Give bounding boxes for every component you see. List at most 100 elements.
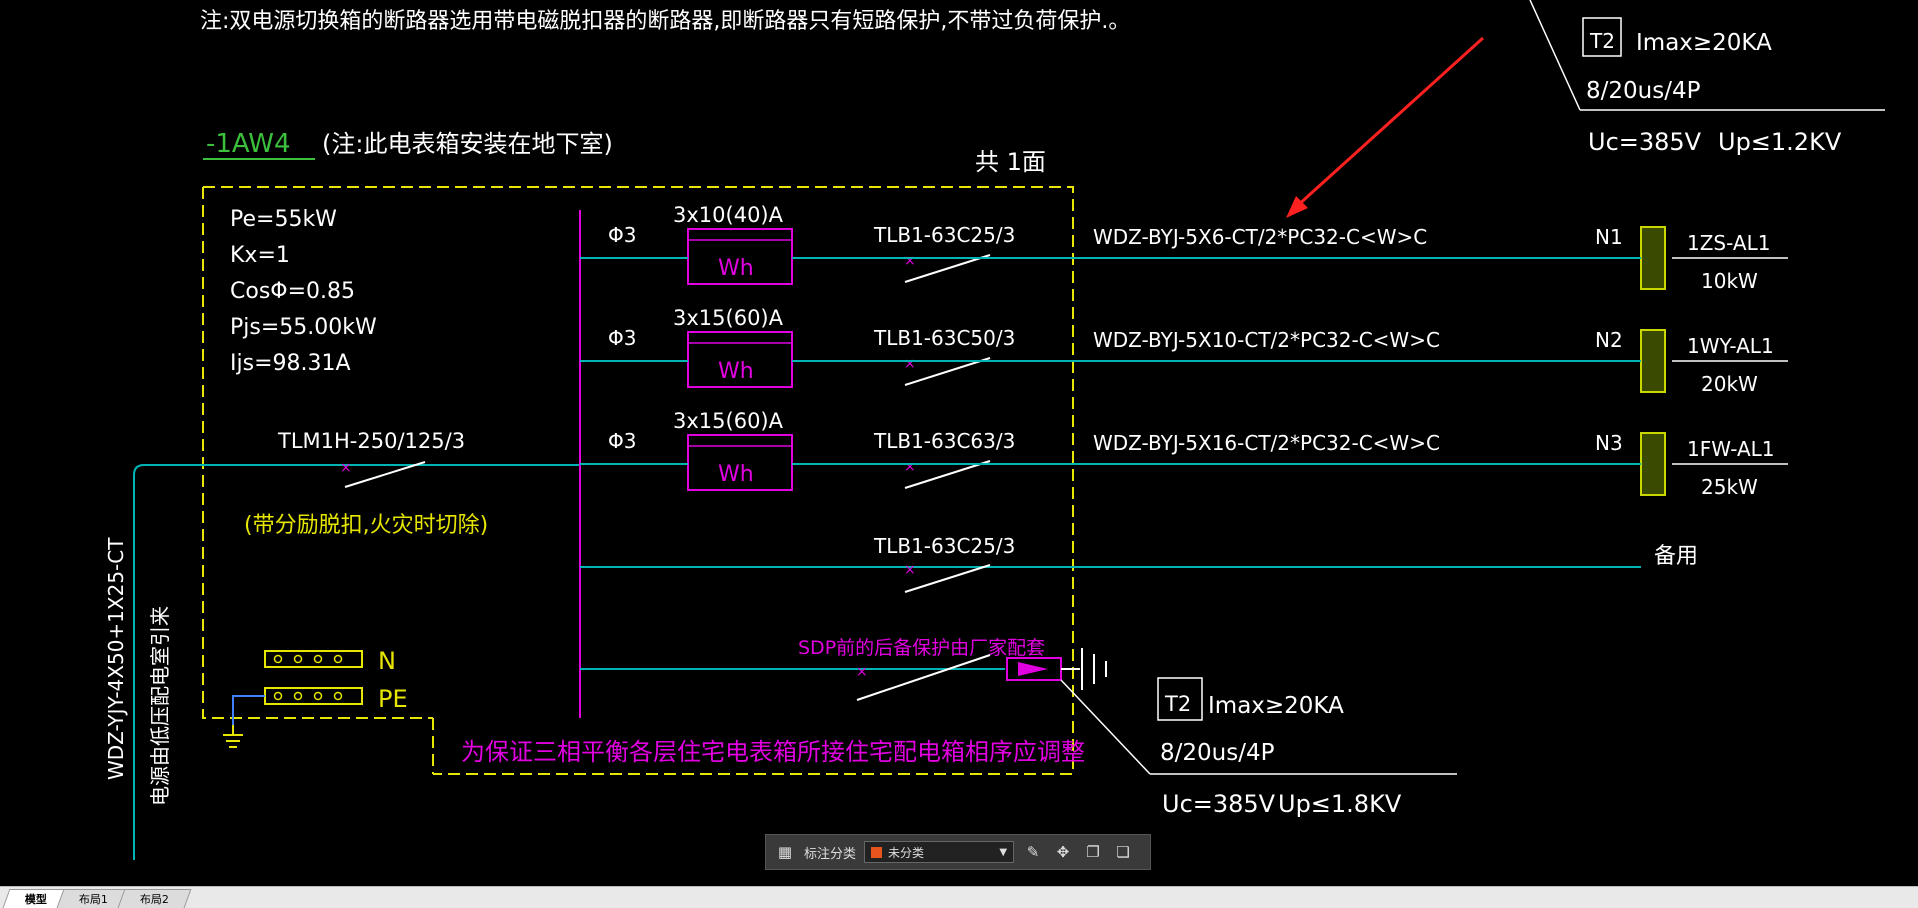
meter-rating: 3x10(40)A	[673, 203, 784, 227]
spd-bottom-class: T2	[1164, 692, 1191, 716]
circuit-n2[interactable]: Φ3 3x15(60)A Wh TLB1-63C50/3 × WDZ-BYJ-5…	[608, 306, 1788, 396]
edit-icon[interactable]: ✎	[1026, 843, 1040, 861]
breaker-label: TLB1-63C25/3	[873, 223, 1015, 247]
copy-icon[interactable]: ❐	[1086, 843, 1100, 861]
main-breaker-note: (带分励脱扣,火灾时切除)	[244, 513, 488, 538]
paste-icon[interactable]: ❏	[1116, 843, 1130, 861]
breaker-blade	[904, 254, 991, 283]
spd-note: SDP前的后备保护由厂家配套	[798, 637, 1045, 659]
circuit-number: N1	[1595, 225, 1623, 249]
breaker-trip-icon: ×	[904, 356, 916, 372]
spare-breaker-trip-icon: ×	[904, 562, 916, 578]
meter-label: Wh	[718, 256, 754, 281]
spd-top-imax: Imax≥20KA	[1636, 30, 1772, 56]
param-pe: Pe=55kW	[230, 207, 337, 232]
spd-bottom-uc: Uc=385V	[1162, 790, 1276, 818]
spare-label: 备用	[1654, 544, 1698, 569]
circuit-phase: Φ3	[608, 429, 636, 453]
spd-bottom-wave: 8/20us/4P	[1160, 740, 1275, 766]
param-kx: Kx=1	[230, 243, 290, 268]
dest-label: 1ZS-AL1	[1687, 231, 1770, 255]
box-note: (注:此电表箱安装在地下室)	[322, 130, 613, 158]
tab-layout-2[interactable]: 布局2	[117, 889, 192, 908]
phase-note: 为保证三相平衡各层住宅电表箱所接住宅配电箱相序应调整	[461, 738, 1085, 766]
spd-bottom-up: Up≤1.8KV	[1278, 790, 1402, 818]
meter-label: Wh	[718, 359, 754, 384]
spare-breaker-label: TLB1-63C25/3	[873, 534, 1015, 558]
spd-arrow-icon	[1018, 662, 1048, 676]
circuit-n3[interactable]: Φ3 3x15(60)A Wh TLB1-63C63/3 × WDZ-BYJ-5…	[608, 409, 1788, 499]
incoming-source-label: 电源由低压配电室引来	[148, 606, 172, 806]
spd-leader	[1060, 679, 1151, 775]
chevron-down-icon: ▼	[999, 846, 1008, 858]
circuit-phase: Φ3	[608, 223, 636, 247]
spd-top-class: T2	[1589, 29, 1615, 53]
incoming-feeder-line	[133, 464, 580, 860]
bus-n-label: N	[378, 647, 396, 675]
terminal-block	[1640, 329, 1666, 393]
dest-label: 1FW-AL1	[1687, 437, 1775, 461]
spd-top-uc: Uc=385V	[1588, 128, 1702, 156]
incoming-cable-label: WDZ-YJY-4X50+1X25-CT	[104, 537, 128, 780]
annotation-toolbar: ▦ 标注分类 未分类 ▼ ✎ ✥ ❐ ❏	[765, 834, 1151, 870]
energy-meter	[687, 228, 793, 285]
spare-breaker-blade	[904, 564, 991, 593]
bus-pe-label: PE	[378, 685, 408, 713]
main-breaker-blade	[344, 461, 426, 488]
spd-breaker-blade	[856, 654, 991, 701]
terminal-block	[1640, 226, 1666, 290]
main-breaker-label: TLM1H-250/125/3	[277, 429, 465, 453]
power-label: 10kW	[1701, 269, 1758, 293]
total-panels: 共 1面	[975, 148, 1046, 176]
meter-rating: 3x15(60)A	[673, 306, 784, 330]
red-arrow-annotation	[1286, 36, 1485, 218]
breaker-blade	[904, 460, 991, 489]
terminal-block	[1640, 432, 1666, 496]
spd-bottom-class-box	[1157, 677, 1203, 721]
pe-bus	[232, 687, 363, 725]
annotation-category-select[interactable]: 未分类 ▼	[864, 841, 1015, 863]
cad-drawing-canvas[interactable]: 注:双电源切换箱的断路器选用带电磁脱扣器的断路器,即断路器只有短路保护,不带过负…	[0, 0, 1918, 886]
layout-tab-bar: 模型 布局1 布局2	[0, 886, 1918, 908]
energy-meter	[687, 331, 793, 388]
category-color-swatch	[871, 846, 883, 858]
power-label: 25kW	[1701, 475, 1758, 499]
power-label: 20kW	[1701, 372, 1758, 396]
meter-label: Wh	[718, 462, 754, 487]
box-id: -1AW4	[206, 129, 291, 159]
breaker-trip-icon: ×	[904, 459, 916, 475]
circuit-number: N2	[1595, 328, 1623, 352]
spd-breaker-trip-icon: ×	[856, 664, 868, 680]
cable-label: WDZ-BYJ-5X10-CT/2*PC32-C<W>C	[1093, 328, 1440, 352]
spd-bottom-imax: Imax≥20KA	[1208, 693, 1344, 719]
spd-top-up: Up≤1.2KV	[1718, 128, 1842, 156]
breaker-blade	[904, 357, 991, 386]
spd-top-wave: 8/20us/4P	[1586, 78, 1701, 104]
param-ijs: Ijs=98.31A	[230, 351, 351, 376]
circuit-spare[interactable]: TLB1-63C25/3 × 备用	[580, 534, 1698, 593]
neutral-bus	[264, 650, 363, 668]
cable-label: WDZ-BYJ-5X6-CT/2*PC32-C<W>C	[1093, 225, 1427, 249]
meter-rating: 3x15(60)A	[673, 409, 784, 433]
grid-icon[interactable]: ▦	[777, 843, 793, 861]
annotation-category-value: 未分类	[888, 845, 925, 860]
dest-label: 1WY-AL1	[1687, 334, 1774, 358]
spd-spec-top	[1529, 0, 1885, 111]
enclosure-dashed	[202, 186, 1074, 775]
cable-label: WDZ-BYJ-5X16-CT/2*PC32-C<W>C	[1093, 431, 1440, 455]
breaker-label: TLB1-63C50/3	[873, 326, 1015, 350]
top-note: 注:双电源切换箱的断路器选用带电磁脱扣器的断路器,即断路器只有短路保护,不带过负…	[200, 9, 1130, 34]
main-breaker-trip-icon: ×	[340, 460, 352, 476]
circuit-n1[interactable]: Φ3 3x10(40)A Wh TLB1-63C25/3 × WDZ-BYJ-5…	[608, 203, 1788, 293]
breaker-trip-icon: ×	[904, 253, 916, 269]
ground-icon	[223, 725, 243, 748]
param-pjs: Pjs=55.00kW	[230, 315, 377, 340]
circuit-number: N3	[1595, 431, 1623, 455]
param-cos: CosΦ=0.85	[230, 279, 355, 304]
energy-meter	[687, 434, 793, 491]
circuit-spd[interactable]: SDP前的后备保护由厂家配套 ×	[580, 637, 1457, 775]
move-icon[interactable]: ✥	[1056, 843, 1070, 861]
breaker-label: TLB1-63C63/3	[873, 429, 1015, 453]
circuit-phase: Φ3	[608, 326, 636, 350]
annotation-category-label: 标注分类	[804, 846, 857, 862]
